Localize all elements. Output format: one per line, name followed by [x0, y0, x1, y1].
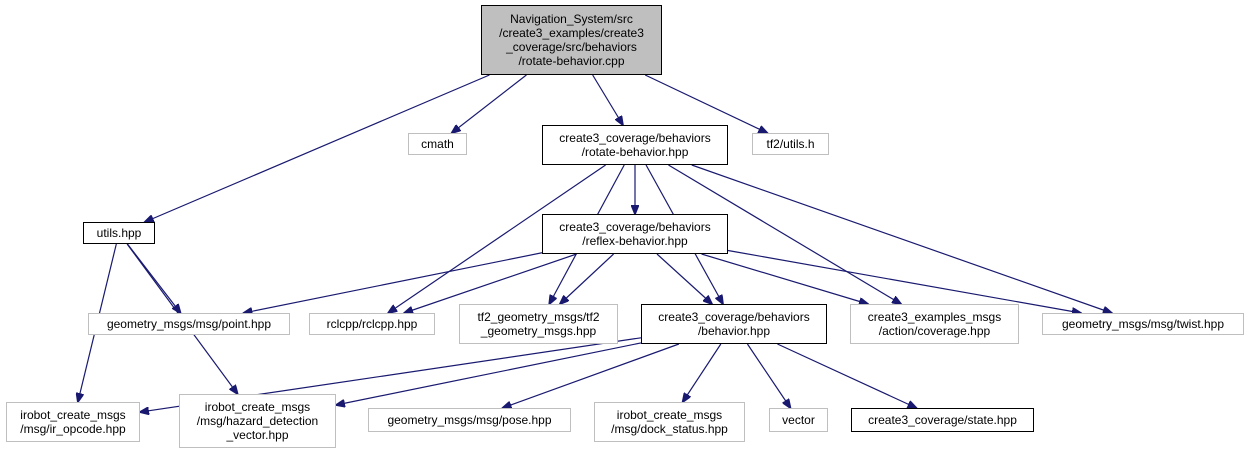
node-label: create3_examples_msgs [867, 310, 1002, 324]
point-hpp-node: geometry_msgs/msg/point.hpp [88, 313, 290, 335]
node-label: create3_coverage/behaviors [559, 131, 711, 145]
node-label: irobot_create_msgs [20, 408, 126, 422]
node-label: _geometry_msgs.hpp [480, 324, 597, 338]
root-file-label-line: /rotate-behavior.cpp [518, 54, 625, 68]
edge-root-to-rotate_hpp [592, 74, 623, 125]
node-label: geometry_msgs/msg/twist.hpp [1061, 317, 1225, 331]
edge-behavior_hpp-to-pose_hpp [503, 343, 680, 408]
node-label: /msg/ir_opcode.hpp [20, 422, 126, 436]
state-hpp-node[interactable]: create3_coverage/state.hpp [851, 408, 1034, 432]
utils-hpp-node[interactable]: utils.hpp [83, 222, 155, 244]
node-label: utils.hpp [96, 226, 142, 240]
node-label: /rotate-behavior.hpp [581, 145, 689, 159]
node-label: rclcpp/rclcpp.hpp [326, 317, 418, 331]
edge-reflex_hpp-to-rclcpp [404, 253, 577, 313]
reflex-behavior-hpp-node[interactable]: create3_coverage/behaviors /reflex-behav… [542, 214, 728, 254]
ir-opcode-node: irobot_create_msgs /msg/ir_opcode.hpp [6, 402, 140, 442]
edge-rotate_hpp-to-coverage_action [668, 164, 901, 304]
node-label: vector [782, 413, 815, 427]
vector-node: vector [769, 408, 828, 432]
cmath-node: cmath [408, 133, 467, 155]
edge-root-to-cmath [452, 74, 527, 133]
node-label: create3_coverage/behaviors [559, 220, 711, 234]
node-label: irobot_create_msgs [204, 400, 311, 414]
edge-reflex_hpp-to-behavior_hpp [656, 253, 712, 304]
node-label: create3_coverage/behaviors [658, 310, 810, 324]
node-label: create3_coverage/state.hpp [868, 413, 1017, 427]
edge-behavior_hpp-to-state_hpp [777, 343, 916, 408]
edge-rotate_hpp-to-twist_hpp [691, 164, 1112, 313]
node-label: geometry_msgs/msg/pose.hpp [387, 413, 552, 427]
node-label: tf2/utils.h [766, 137, 815, 151]
edge-rotate_hpp-to-rclcpp [388, 164, 606, 313]
node-label: /action/coverage.hpp [878, 324, 991, 338]
behavior-hpp-node[interactable]: create3_coverage/behaviors /behavior.hpp [641, 304, 827, 344]
pose-hpp-node: geometry_msgs/msg/pose.hpp [368, 408, 571, 432]
root-file-node[interactable]: Navigation_System/src /create3_examples/… [481, 5, 662, 75]
node-label: tf2_geometry_msgs/tf2 [477, 310, 600, 324]
edge-behavior_hpp-to-hazard_vector [336, 342, 642, 405]
edge-reflex_hpp-to-point_hpp [244, 252, 543, 313]
edge-reflex_hpp-to-twist_hpp [727, 249, 1081, 313]
node-label: /msg/dock_status.hpp [611, 422, 728, 436]
node-label: /msg/hazard_detection [196, 414, 319, 428]
node-label: _vector.hpp [226, 428, 289, 442]
root-file-label-line: Navigation_System/src [510, 12, 633, 26]
edge-reflex_hpp-to-tf2_geometry [560, 253, 614, 304]
edge-root-to-tf2_utils [644, 74, 767, 133]
coverage-action-node: create3_examples_msgs /action/coverage.h… [850, 304, 1019, 344]
node-label: geometry_msgs/msg/point.hpp [106, 317, 272, 331]
edge-behavior_hpp-to-vector [746, 343, 790, 408]
node-label: /reflex-behavior.hpp [582, 234, 688, 248]
rclcpp-node: rclcpp/rclcpp.hpp [309, 313, 435, 335]
twist-hpp-node: geometry_msgs/msg/twist.hpp [1042, 313, 1244, 335]
edge-reflex_hpp-to-coverage_action [701, 253, 868, 304]
root-file-label-line: /create3_examples/create3 [499, 26, 644, 40]
hazard-detection-vector-node: irobot_create_msgs /msg/hazard_detection… [179, 394, 336, 448]
edge-behavior_hpp-to-dock_status [683, 343, 722, 402]
root-file-label-line: _coverage/src/behaviors [506, 40, 637, 54]
node-label: /behavior.hpp [697, 324, 771, 338]
edge-root-to-utils_hpp [145, 74, 490, 222]
rotate-behavior-hpp-node[interactable]: create3_coverage/behaviors /rotate-behav… [542, 125, 728, 165]
dock-status-node: irobot_create_msgs /msg/dock_status.hpp [594, 402, 745, 442]
tf2-utils-node: tf2/utils.h [752, 133, 829, 155]
node-label: irobot_create_msgs [616, 408, 723, 422]
tf2-geometry-msgs-node: tf2_geometry_msgs/tf2 _geometry_msgs.hpp [459, 304, 618, 344]
node-label: cmath [421, 137, 454, 151]
